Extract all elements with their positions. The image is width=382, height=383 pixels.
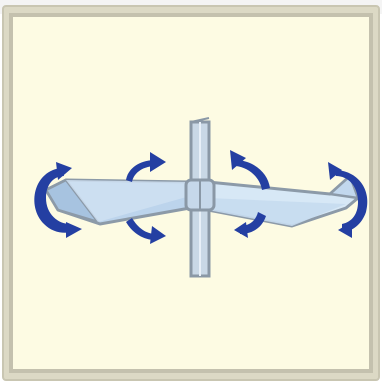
rotor-hub-icon — [186, 180, 214, 210]
